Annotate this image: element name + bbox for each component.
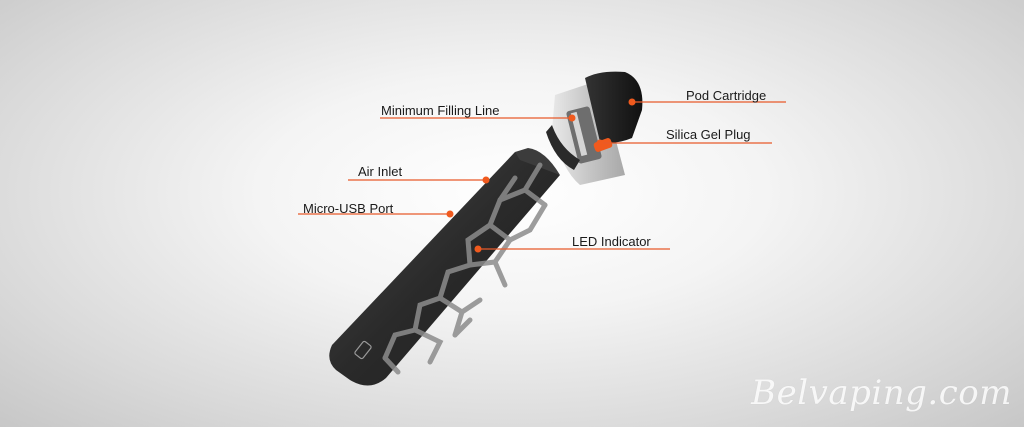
callout-dots — [446, 98, 636, 253]
battery-body — [329, 148, 560, 386]
pod-cartridge-illustration — [546, 71, 643, 185]
silica-gel-plug-dot — [596, 139, 604, 147]
label-micro-usb-port: Micro-USB Port — [303, 201, 394, 216]
label-pod-cartridge: Pod Cartridge — [686, 88, 767, 103]
minimum-filling-line-dot — [568, 114, 576, 122]
air-inlet-dot — [482, 176, 490, 184]
micro-usb-port-dot — [446, 210, 454, 218]
label-silica-gel-plug: Silica Gel Plug — [666, 127, 751, 142]
watermark-text: Belvaping.com — [751, 373, 1012, 413]
label-led-indicator: LED Indicator — [572, 234, 651, 249]
label-air-inlet: Air Inlet — [358, 164, 403, 179]
pod-cartridge-dot — [628, 98, 636, 106]
led-indicator-dot — [474, 245, 482, 253]
crack-pattern — [382, 162, 548, 375]
label-minimum-filling-line: Minimum Filling Line — [381, 103, 500, 118]
callout-lines — [298, 101, 786, 250]
logo-mark — [354, 340, 372, 360]
